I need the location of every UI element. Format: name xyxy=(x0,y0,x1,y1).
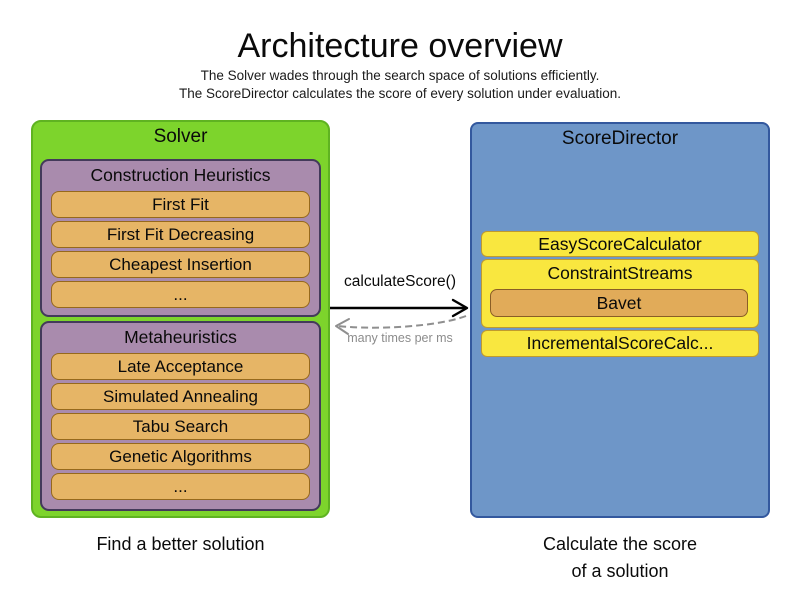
solid-right-arrow-icon xyxy=(330,298,469,318)
frequency-label: many times per ms xyxy=(347,331,453,345)
bavet-item: Bavet xyxy=(490,289,748,317)
algo-item-construction-more: ... xyxy=(51,281,310,308)
score-director-panel: ScoreDirector EasyScoreCalculator Constr… xyxy=(470,122,770,518)
connection-arrows xyxy=(330,298,469,335)
algo-item-first-fit: First Fit xyxy=(51,191,310,218)
construction-heuristics-title: Construction Heuristics xyxy=(90,165,271,185)
page-title: Architecture overview xyxy=(237,27,563,65)
solver-caption: Find a better solution xyxy=(96,534,265,554)
construction-heuristics-items: First Fit First Fit Decreasing Cheapest … xyxy=(42,191,319,308)
dashed-left-arrow-icon xyxy=(335,315,467,335)
solver-panel: Solver Construction Heuristics First Fit… xyxy=(31,120,330,518)
score-director-caption-line-1: Calculate the score xyxy=(542,534,698,554)
construction-heuristics-group: Construction Heuristics First Fit First … xyxy=(40,159,321,317)
subtitle-line-1: The Solver wades through the search spac… xyxy=(200,68,600,83)
score-director-title: ScoreDirector xyxy=(561,128,679,149)
algo-item-simulated-annealing: Simulated Annealing xyxy=(51,383,310,410)
score-director-caption: Calculate the score of a solution xyxy=(470,531,770,585)
constraint-streams-item: ConstraintStreams Bavet xyxy=(481,259,759,328)
calculate-score-label: calculateScore() xyxy=(344,273,456,290)
algo-item-cheapest-insertion: Cheapest Insertion xyxy=(51,251,310,278)
constraint-streams-label: ConstraintStreams xyxy=(547,263,693,283)
algo-item-late-acceptance: Late Acceptance xyxy=(51,353,310,380)
algo-item-tabu-search: Tabu Search xyxy=(51,413,310,440)
metaheuristics-items: Late Acceptance Simulated Annealing Tabu… xyxy=(42,353,319,500)
solver-title: Solver xyxy=(153,126,208,147)
easy-score-calculator-item: EasyScoreCalculator xyxy=(481,231,759,257)
algo-item-metaheuristics-more: ... xyxy=(51,473,310,500)
score-director-caption-line-2: of a solution xyxy=(571,561,669,581)
metaheuristics-group: Metaheuristics Late Acceptance Simulated… xyxy=(40,321,321,511)
algo-item-first-fit-decreasing: First Fit Decreasing xyxy=(51,221,310,248)
incremental-score-calculator-item: IncrementalScoreCalc... xyxy=(481,330,759,357)
metaheuristics-title: Metaheuristics xyxy=(124,327,237,347)
algo-item-genetic-algorithms: Genetic Algorithms xyxy=(51,443,310,470)
subtitle-line-2: The ScoreDirector calculates the score o… xyxy=(179,86,621,101)
